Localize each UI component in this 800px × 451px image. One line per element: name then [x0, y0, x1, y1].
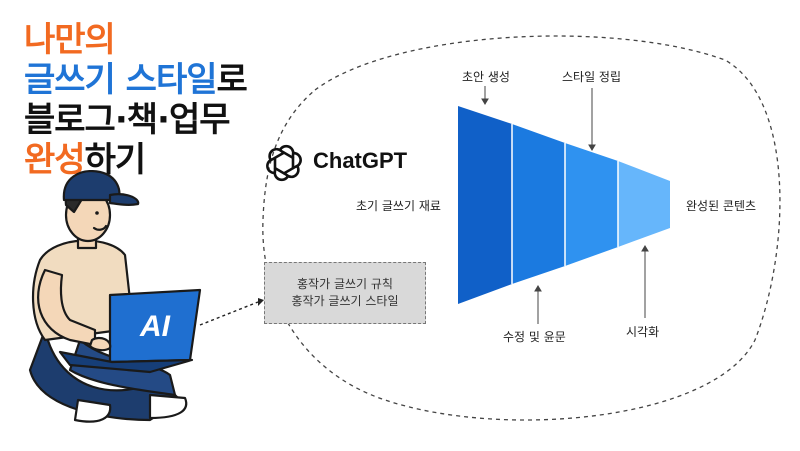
- shoe-left: [73, 398, 112, 423]
- stage-label-revise: 수정 및 윤문: [503, 330, 566, 344]
- title-highlight-style: 글쓰기 스타일: [24, 60, 218, 100]
- title-line-1: 나만의: [24, 20, 116, 60]
- stage-label-draft: 초안 생성: [462, 70, 510, 84]
- rules-line-1: 홍작가 글쓰기 규칙: [297, 277, 393, 291]
- funnel-stage-1: [458, 106, 512, 304]
- funnel-input-label: 초기 글쓰기 재료: [356, 199, 441, 213]
- title-highlight-complete: 완성: [24, 140, 86, 180]
- writing-rules-box: 홍작가 글쓰기 규칙 홍작가 글쓰기 스타일: [264, 262, 426, 324]
- openai-logo-icon: [266, 144, 302, 182]
- title-line-2: 글쓰기 스타일로: [24, 60, 248, 100]
- stage-label-visualize: 시각화: [626, 325, 660, 339]
- rules-line-2: 홍작가 글쓰기 스타일: [291, 294, 399, 308]
- shoe-right: [148, 393, 188, 420]
- funnel-stage-2: [512, 124, 565, 284]
- funnel-stage-3: [565, 143, 618, 266]
- title-line-3: 블로그·책·업무: [24, 100, 231, 140]
- dashed-oval-boundary: [262, 35, 781, 421]
- brand-name: ChatGPT: [313, 148, 408, 173]
- person-with-laptop-illustration: [28, 170, 202, 423]
- title-suffix: 로: [216, 60, 248, 100]
- funnel-stage-4: [618, 161, 670, 247]
- laptop-to-rules-arrow: [199, 298, 264, 326]
- laptop-ai-badge: AI: [140, 310, 170, 343]
- title-line-4: 완성하기: [24, 140, 146, 180]
- funnel-output-label: 완성된 콘텐츠: [686, 199, 757, 213]
- stage-label-style: 스타일 정립: [562, 70, 622, 84]
